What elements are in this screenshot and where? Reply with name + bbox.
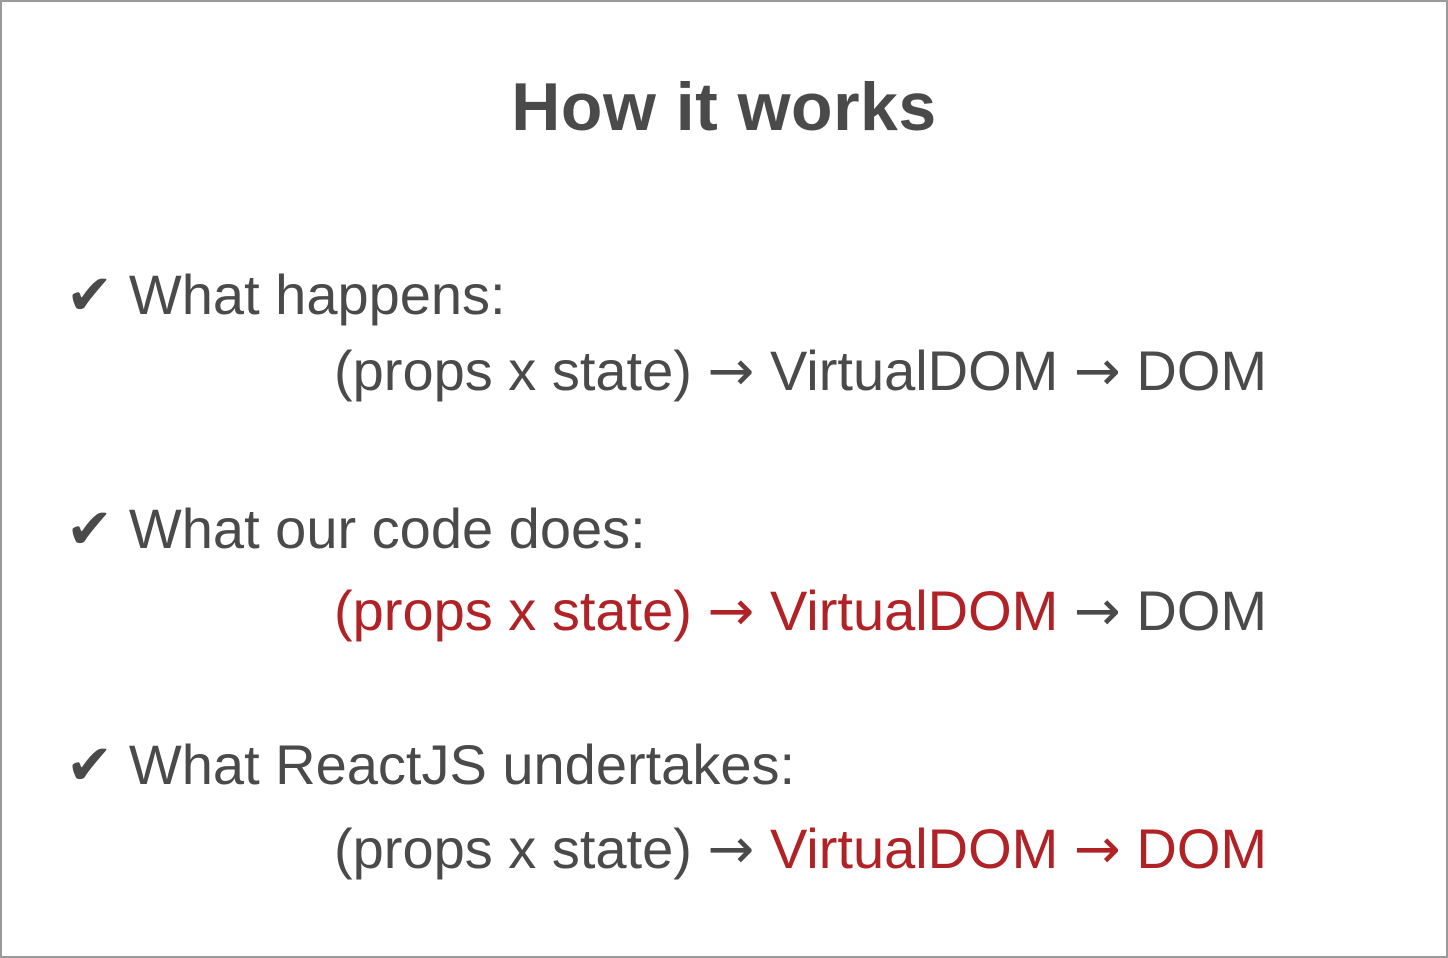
formula-line: (props x state) → VirtualDOM → DOM [334, 338, 1267, 404]
formula-segment: DOM [1136, 817, 1268, 880]
arrow-right-icon: → [707, 339, 755, 404]
arrow-right-icon: → [707, 817, 755, 882]
arrow-right-icon: → [1073, 579, 1121, 644]
formula-segment: VirtualDOM [769, 339, 1059, 402]
bullet-heading-label: What ReactJS undertakes: [128, 733, 796, 796]
checkmark-icon: ✔ [66, 733, 113, 798]
formula-segment: VirtualDOM [769, 817, 1059, 880]
checkmark-icon: ✔ [66, 263, 113, 328]
formula-line: (props x state) → VirtualDOM → DOM [334, 816, 1267, 882]
bullet-heading-what-happens: ✔What happens: [66, 262, 506, 328]
arrow-right-icon: → [1073, 817, 1121, 882]
bullet-heading-what-reactjs-undertakes: ✔What ReactJS undertakes: [66, 732, 795, 798]
checkmark-icon: ✔ [66, 497, 113, 562]
bullet-heading-label: What our code does: [128, 497, 646, 560]
formula-segment: DOM [1136, 339, 1268, 402]
bullet-heading-what-our-code-does: ✔What our code does: [66, 496, 646, 562]
formula-segment: DOM [1136, 579, 1268, 642]
bullet-heading-label: What happens: [128, 263, 506, 326]
formula-segment: (props x state) [334, 579, 692, 642]
formula-line: (props x state) → VirtualDOM → DOM [334, 578, 1267, 644]
slide-title: How it works [511, 69, 937, 145]
arrow-right-icon: → [1073, 339, 1121, 404]
formula-segment: (props x state) [334, 339, 692, 402]
formula-segment: VirtualDOM [769, 579, 1059, 642]
formula-segment: (props x state) [334, 817, 692, 880]
arrow-right-icon: → [707, 579, 755, 644]
